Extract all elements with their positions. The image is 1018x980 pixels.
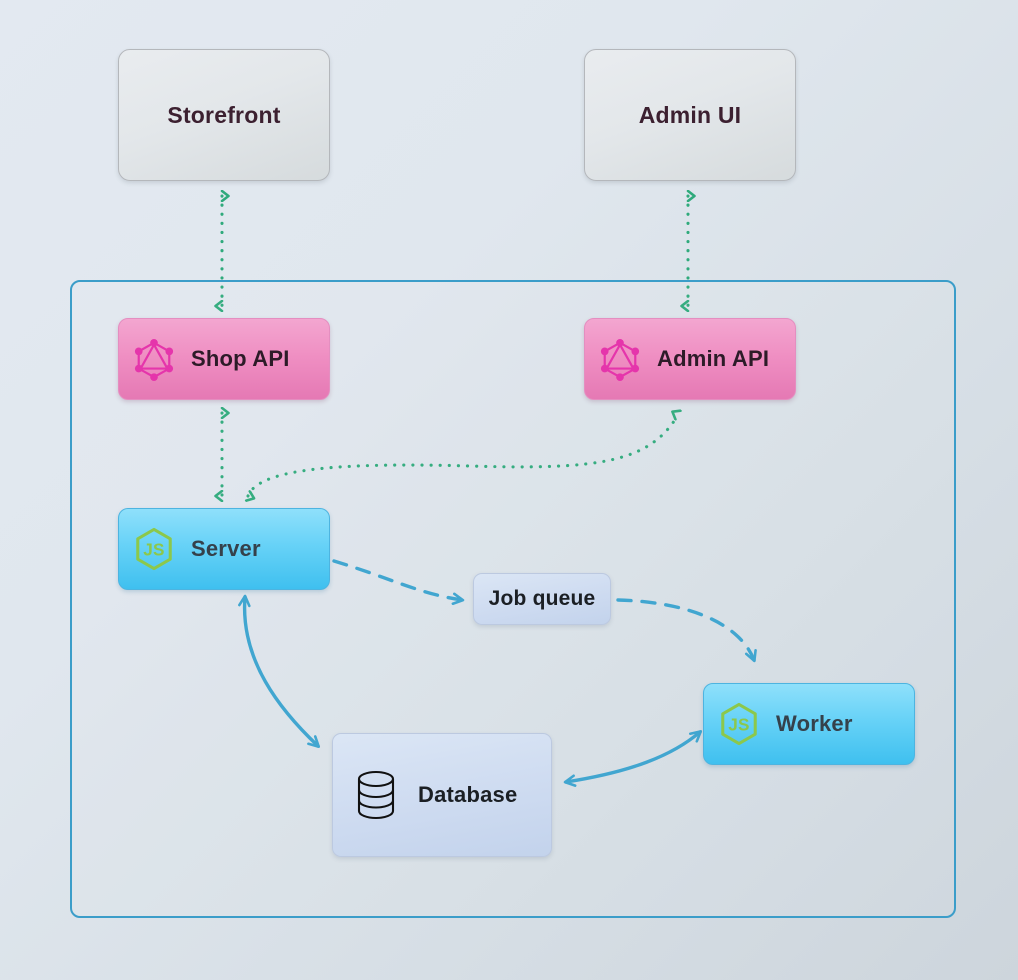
node-database[interactable]: Database bbox=[332, 733, 552, 857]
node-server[interactable]: JS Server bbox=[118, 508, 330, 590]
node-storefront[interactable]: Storefront bbox=[118, 49, 330, 181]
node-server-label: Server bbox=[191, 536, 261, 561]
nodejs-icon: JS bbox=[718, 701, 760, 747]
node-shop-api-label: Shop API bbox=[191, 346, 290, 371]
node-admin-api-label: Admin API bbox=[657, 346, 770, 371]
node-admin-ui[interactable]: Admin UI bbox=[584, 49, 796, 181]
node-admin-ui-label: Admin UI bbox=[638, 101, 742, 128]
database-icon bbox=[353, 769, 399, 821]
node-worker-label: Worker bbox=[776, 711, 853, 736]
node-shop-api[interactable]: Shop API bbox=[118, 318, 330, 400]
backend-boundary bbox=[70, 280, 956, 918]
nodejs-icon: JS bbox=[133, 526, 175, 572]
graphql-icon bbox=[599, 337, 641, 381]
node-database-label: Database bbox=[418, 782, 518, 807]
node-job-queue-label: Job queue bbox=[488, 587, 596, 610]
node-worker[interactable]: JS Worker bbox=[703, 683, 915, 765]
svg-text:JS: JS bbox=[728, 715, 749, 735]
node-admin-api[interactable]: Admin API bbox=[584, 318, 796, 400]
node-job-queue[interactable]: Job queue bbox=[473, 573, 611, 625]
svg-text:JS: JS bbox=[143, 540, 164, 560]
node-storefront-label: Storefront bbox=[167, 101, 281, 128]
graphql-icon bbox=[133, 337, 175, 381]
